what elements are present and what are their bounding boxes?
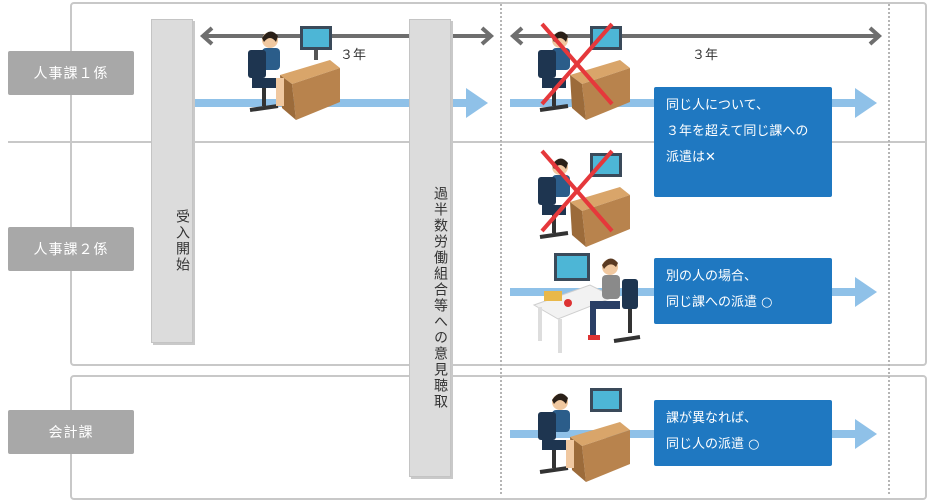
acceptance-start-text: 受入開始 [174,209,190,273]
worker-at-desk-icon [248,26,340,120]
union-consultation-text: 過半数労働組合等への意見聴取 [432,186,448,410]
row-divider [8,141,925,143]
arrowhead [855,88,877,118]
note-different-person-ok: 別の人の場合、 同じ課への派遣 ○ [654,258,832,324]
arrowhead [855,419,877,449]
note-different-section-ok: 課が異なれば、 同じ人の派遣 ○ [654,400,832,466]
dimension-arrow-second [509,26,883,46]
worker-at-desk-icon [538,388,630,482]
period-label-first: ３年 [336,44,371,63]
row-label-hr-2: 人事課２係 [8,227,134,271]
arrowhead [466,88,488,118]
acceptance-start-marker: 受入開始 [151,19,193,343]
note-same-person-over-3-years: 同じ人について、 ３年を超えて同じ課への 派遣は✕ [654,87,832,197]
note-line: 同じ人について、 [666,98,769,113]
note-line: 同じ課への派遣 ○ [666,295,773,310]
row-label-accounting: 会計課 [8,410,134,454]
arrowhead [855,277,877,307]
note-line: 同じ人の派遣 ○ [666,437,760,452]
worker-at-desk-icon [538,22,630,120]
period-end-line [888,4,890,494]
period-label-second: ３年 [688,44,723,63]
worker-at-desk-icon [532,253,641,353]
note-line: ３年を超えて同じ課への [666,124,809,139]
row-label-hr-1: 人事課１係 [8,51,134,95]
note-line: 課が異なれば、 [666,411,758,426]
period-divider-line [500,4,502,494]
note-line: 派遣は✕ [666,150,716,165]
union-consultation-marker: 過半数労働組合等への意見聴取 [409,19,451,477]
note-line: 別の人の場合、 [666,269,758,284]
worker-at-desk-icon [538,149,630,247]
